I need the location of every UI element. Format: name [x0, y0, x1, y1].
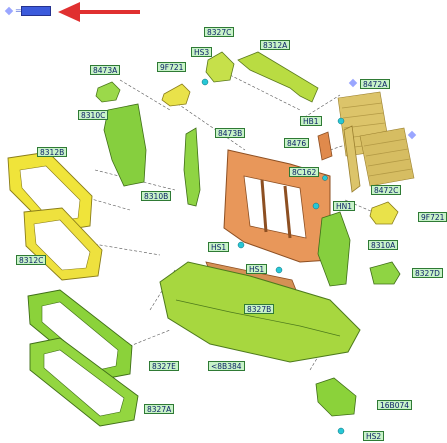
- callout-HS1-mid[interactable]: HS1: [208, 242, 230, 252]
- callout-8312C[interactable]: 8312C: [16, 255, 47, 265]
- callout-8327A[interactable]: 8327A: [144, 404, 175, 414]
- callout-8310A[interactable]: 8310A: [368, 240, 399, 250]
- callout-9F721-right[interactable]: 9F721: [418, 212, 447, 222]
- callout-HS1-low[interactable]: HS1: [246, 264, 268, 274]
- callout-8312B[interactable]: 8312B: [37, 147, 68, 157]
- part-8472B: [359, 127, 415, 187]
- part-8327C: [205, 51, 235, 83]
- reference-callout[interactable]: 8472C: [21, 6, 52, 16]
- part-8310C: [103, 103, 147, 187]
- callout-16B074[interactable]: 16B074: [377, 400, 413, 410]
- callout-8327B[interactable]: 8327B: [244, 304, 275, 314]
- callout-HB1[interactable]: HB1: [300, 116, 322, 126]
- callout-9F721-top[interactable]: 9F721: [157, 62, 187, 72]
- callout-8310B[interactable]: 8310B: [141, 191, 172, 201]
- callout-8B384[interactable]: <8B384: [208, 361, 245, 371]
- part-8327D: [369, 261, 401, 285]
- callout-8472C[interactable]: 8472C: [371, 185, 402, 195]
- part-8327A: [29, 337, 139, 427]
- part-radiator-support: [223, 149, 331, 263]
- part-8472C: [343, 125, 361, 193]
- part-8310B: [183, 127, 201, 207]
- callout-8312A[interactable]: 8312A: [260, 40, 291, 50]
- callout-HN1[interactable]: HN1: [333, 201, 356, 211]
- callout-8327E[interactable]: 8327E: [149, 361, 179, 371]
- callout-HS3[interactable]: HS3: [191, 47, 213, 57]
- part-16B074: [315, 377, 357, 417]
- red-arrow-icon: [58, 2, 140, 22]
- callout-8327D[interactable]: 8327D: [412, 268, 443, 278]
- callout-HS2[interactable]: HS2: [363, 431, 385, 441]
- part-8476: [317, 131, 333, 161]
- part-8310A: [317, 211, 351, 287]
- part-8312A: [237, 51, 319, 103]
- callout-8473A[interactable]: 8473A: [90, 65, 121, 75]
- callout-8C162[interactable]: 8C162: [289, 167, 320, 177]
- part-8473A: [95, 81, 121, 103]
- callout-8473B[interactable]: 8473B: [215, 128, 246, 138]
- callout-8476[interactable]: 8476: [284, 138, 310, 148]
- part-9F721-top: [161, 83, 191, 107]
- callout-8327C[interactable]: 8327C: [204, 27, 235, 37]
- equals-sign: =: [15, 6, 22, 15]
- part-9F721-right: [369, 201, 399, 225]
- callout-8472A[interactable]: 8472A: [360, 79, 391, 89]
- fastener-icons: [201, 78, 345, 435]
- part-8327E: [27, 289, 133, 381]
- callout-8310C[interactable]: 8310C: [78, 110, 109, 120]
